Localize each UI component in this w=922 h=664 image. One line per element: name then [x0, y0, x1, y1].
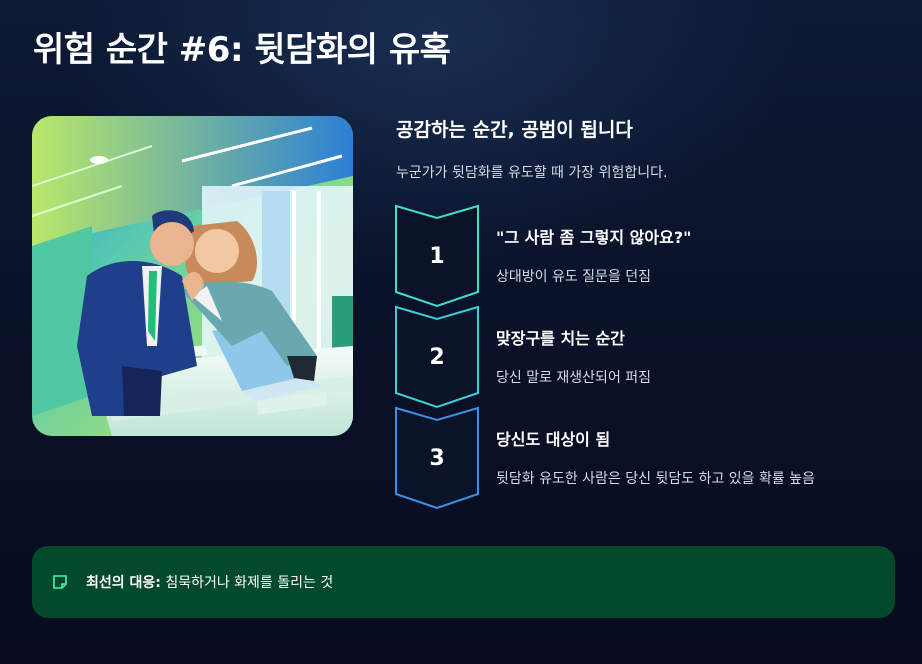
- step-number: 2: [429, 344, 445, 370]
- step-title: 당신도 대상이 됨: [496, 430, 611, 449]
- best-response-callout: 최선의 대응: 침묵하거나 화제를 돌리는 것: [32, 546, 895, 618]
- note-icon: [53, 575, 67, 589]
- step-description: 뒷담화 유도한 사람은 당신 뒷담도 하고 있을 확률 높음: [496, 471, 815, 487]
- chevron-shape: [395, 204, 479, 308]
- step-1: 1 "그 사람 좀 그렇지 않아요?" 상대방이 유도 질문을 던짐: [394, 204, 894, 308]
- step-number: 3: [429, 445, 445, 471]
- step-title: "그 사람 좀 그렇지 않아요?": [496, 228, 692, 247]
- step-title: 맞장구를 치는 순간: [496, 329, 625, 348]
- content-subtitle: 누군가가 뒷담화를 유도할 때 가장 위험합니다.: [396, 165, 668, 181]
- chevron-shape: [395, 305, 479, 409]
- step-number: 1: [429, 243, 445, 269]
- step-3: 3 당신도 대상이 됨 뒷담화 유도한 사람은 당신 뒷담도 하고 있을 확률 …: [394, 406, 894, 510]
- chevron-shape: [395, 406, 479, 510]
- step-description: 상대방이 유도 질문을 던짐: [496, 269, 652, 285]
- step-description: 당신 말로 재생산되어 퍼짐: [496, 370, 652, 386]
- office-gossip-illustration: [32, 116, 353, 436]
- callout-body: 침묵하거나 화제를 돌리는 것: [160, 575, 334, 591]
- callout-label: 최선의 대응:: [86, 575, 161, 591]
- callout-text: 최선의 대응: 침묵하거나 화제를 돌리는 것: [86, 572, 333, 592]
- page-title: 위험 순간 #6: 뒷담화의 유혹: [33, 30, 451, 70]
- content-heading: 공감하는 순간, 공범이 됩니다: [396, 119, 633, 141]
- step-2: 2 맞장구를 치는 순간 당신 말로 재생산되어 퍼짐: [394, 305, 894, 409]
